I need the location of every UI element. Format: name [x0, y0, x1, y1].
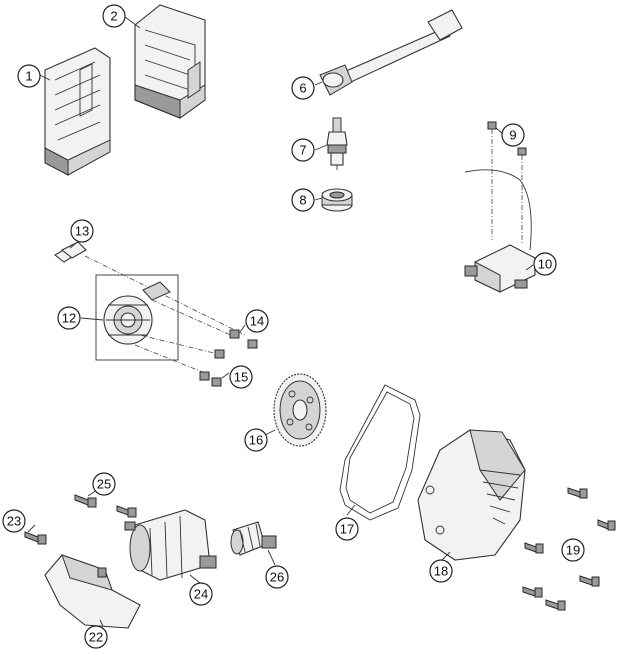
callout-label: 23 — [7, 514, 21, 529]
callout-10: 10 — [533, 252, 557, 276]
part-7-spark-plug — [326, 117, 348, 170]
callout-label: 16 — [249, 433, 263, 448]
callout-label: 26 — [270, 570, 284, 585]
part-17-gasket — [339, 384, 421, 521]
callout-9: 9 — [501, 123, 525, 147]
part-14-screws — [151, 299, 258, 349]
part-10-ignition-coil — [464, 169, 536, 293]
part-9-bolts — [487, 121, 527, 245]
callout-label: 1 — [25, 69, 32, 84]
callout-1: 1 — [17, 64, 41, 88]
callout-8: 8 — [291, 188, 315, 212]
part-12-stator-assembly — [95, 274, 179, 361]
part-8-seal-ring — [321, 188, 353, 212]
callout-24: 24 — [189, 582, 213, 606]
part-18-ignition-cover — [417, 429, 526, 561]
callout-7: 7 — [291, 138, 315, 162]
callout-17: 17 — [335, 517, 359, 541]
callout-label: 10 — [538, 257, 552, 272]
callout-26: 26 — [265, 565, 289, 589]
callout-6: 6 — [291, 76, 315, 100]
callout-label: 22 — [89, 630, 103, 645]
callout-14: 14 — [245, 309, 269, 333]
callout-label: 17 — [340, 522, 354, 537]
callout-label: 12 — [62, 311, 76, 326]
callout-label: 9 — [509, 128, 516, 143]
part-26-starter-drive — [230, 521, 277, 556]
callout-label: 14 — [250, 314, 264, 329]
part-1-control-unit — [44, 47, 111, 176]
callout-18: 18 — [429, 559, 453, 583]
part-25-screws — [74, 494, 137, 518]
part-13-sensor — [54, 241, 246, 336]
callout-label: 6 — [299, 81, 306, 96]
callout-label: 13 — [75, 224, 89, 239]
callout-label: 7 — [299, 143, 306, 158]
callout-2: 2 — [102, 4, 126, 28]
callout-13: 13 — [70, 219, 94, 243]
callout-label: 24 — [194, 587, 208, 602]
callout-25: 25 — [92, 472, 116, 496]
callout-label: 15 — [234, 370, 248, 385]
part-2-control-unit — [134, 4, 206, 119]
callout-19: 19 — [561, 538, 585, 562]
callout-label: 2 — [110, 9, 117, 24]
part-23-screw — [24, 531, 47, 545]
callout-label: 8 — [299, 193, 306, 208]
callout-23: 23 — [2, 509, 26, 533]
part-6-spark-plug-cap — [319, 9, 463, 96]
callout-label: 18 — [434, 564, 448, 579]
callout-12: 12 — [57, 306, 81, 330]
part-15-screws — [134, 334, 225, 387]
callout-15: 15 — [229, 365, 253, 389]
callout-16: 16 — [244, 428, 268, 452]
part-16-flywheel — [273, 373, 327, 447]
part-22-guard — [44, 554, 141, 629]
callout-22: 22 — [84, 625, 108, 649]
callout-label: 25 — [97, 477, 111, 492]
callout-label: 19 — [566, 543, 580, 558]
leader-lines — [27, 16, 534, 627]
part-19-screws — [522, 487, 616, 611]
part-24-starter-motor — [124, 509, 217, 581]
